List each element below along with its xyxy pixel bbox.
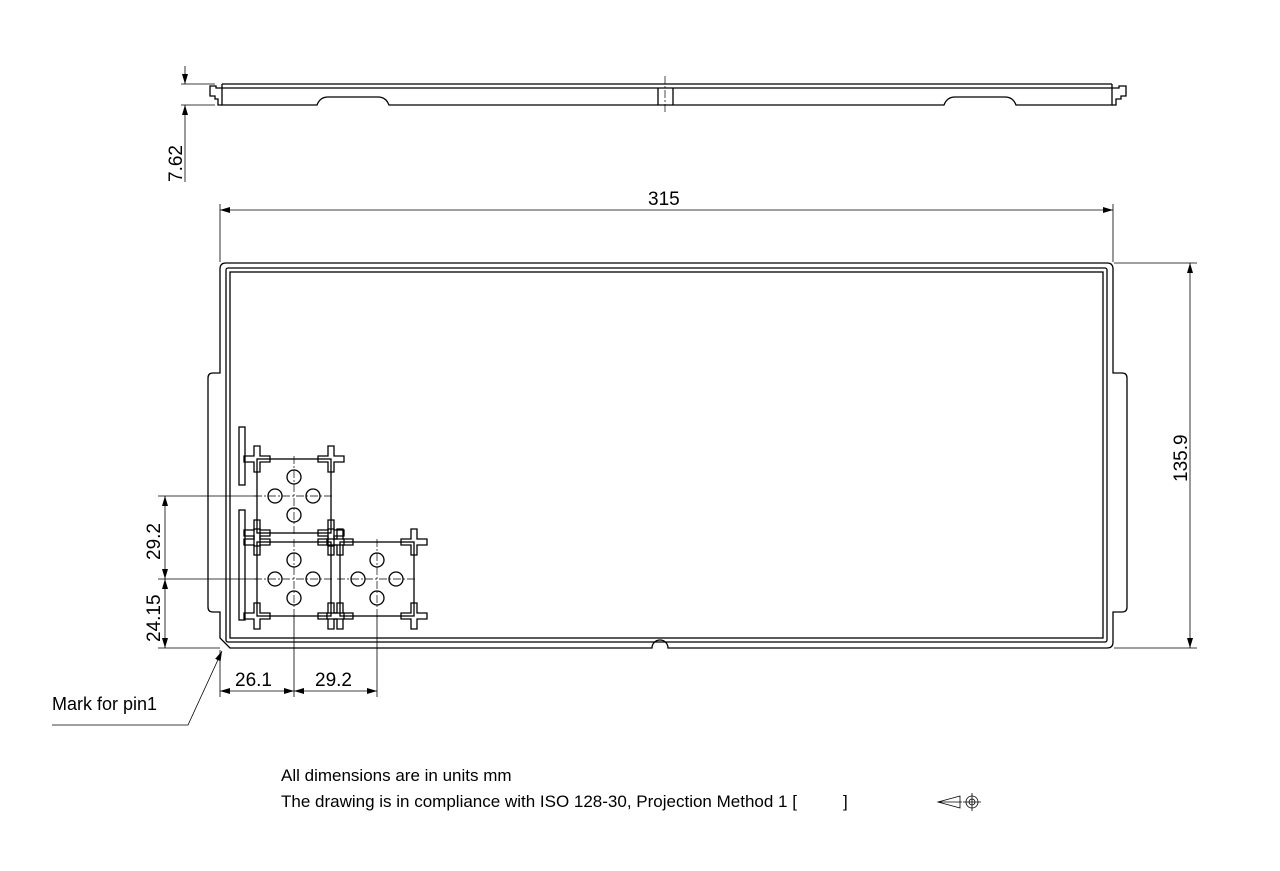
- first-angle-projection-icon: [936, 793, 981, 811]
- alignment-cross: [243, 602, 271, 630]
- socket-hole: [305, 488, 321, 504]
- socket-hole: [286, 507, 302, 523]
- component-sockets: [238, 426, 428, 630]
- pin1-leader: [52, 650, 223, 726]
- width-label: 135.9: [1171, 434, 1192, 482]
- units-note: All dimensions are in units mm: [281, 766, 512, 785]
- alignment-cross: [326, 528, 354, 556]
- pitch-y-label: 29.2: [144, 523, 165, 560]
- guide-bar: [238, 509, 246, 621]
- socket-hole: [267, 488, 283, 504]
- socket-hole: [388, 571, 404, 587]
- alignment-cross: [243, 528, 271, 556]
- compliance-close: ]: [842, 792, 848, 811]
- alignment-cross: [317, 445, 345, 473]
- socket-hole: [369, 590, 385, 606]
- position-dimensions: 29.2 24.15 26.1 29.2: [144, 495, 378, 697]
- width-dimension: 135.9: [1114, 262, 1197, 649]
- socket-hole: [369, 552, 385, 568]
- socket-hole: [350, 571, 366, 587]
- compliance-note: The drawing is in compliance with ISO 12…: [281, 792, 848, 812]
- thickness-label: 7.62: [166, 145, 187, 182]
- offset-y-label: 24.15: [144, 594, 165, 642]
- compliance-text: The drawing is in compliance with ISO 12…: [281, 792, 797, 811]
- length-dimension: 315: [219, 189, 1114, 262]
- guide-bar: [238, 426, 246, 486]
- side-view: [209, 76, 1127, 112]
- pitch-x-label: 29.2: [315, 670, 352, 691]
- socket-hole: [267, 571, 283, 587]
- socket-hole: [286, 469, 302, 485]
- thickness-dimension: 7.62: [166, 66, 215, 182]
- tray-outline: [207, 262, 1128, 649]
- alignment-cross: [400, 602, 428, 630]
- alignment-cross: [400, 528, 428, 556]
- socket-hole: [286, 590, 302, 606]
- alignment-cross: [326, 602, 354, 630]
- length-label: 315: [648, 189, 680, 210]
- socket-hole: [305, 571, 321, 587]
- alignment-cross: [243, 445, 271, 473]
- pin1-mark-label: Mark for pin1: [52, 694, 158, 714]
- socket-hole: [286, 552, 302, 568]
- offset-x-label: 26.1: [235, 670, 272, 691]
